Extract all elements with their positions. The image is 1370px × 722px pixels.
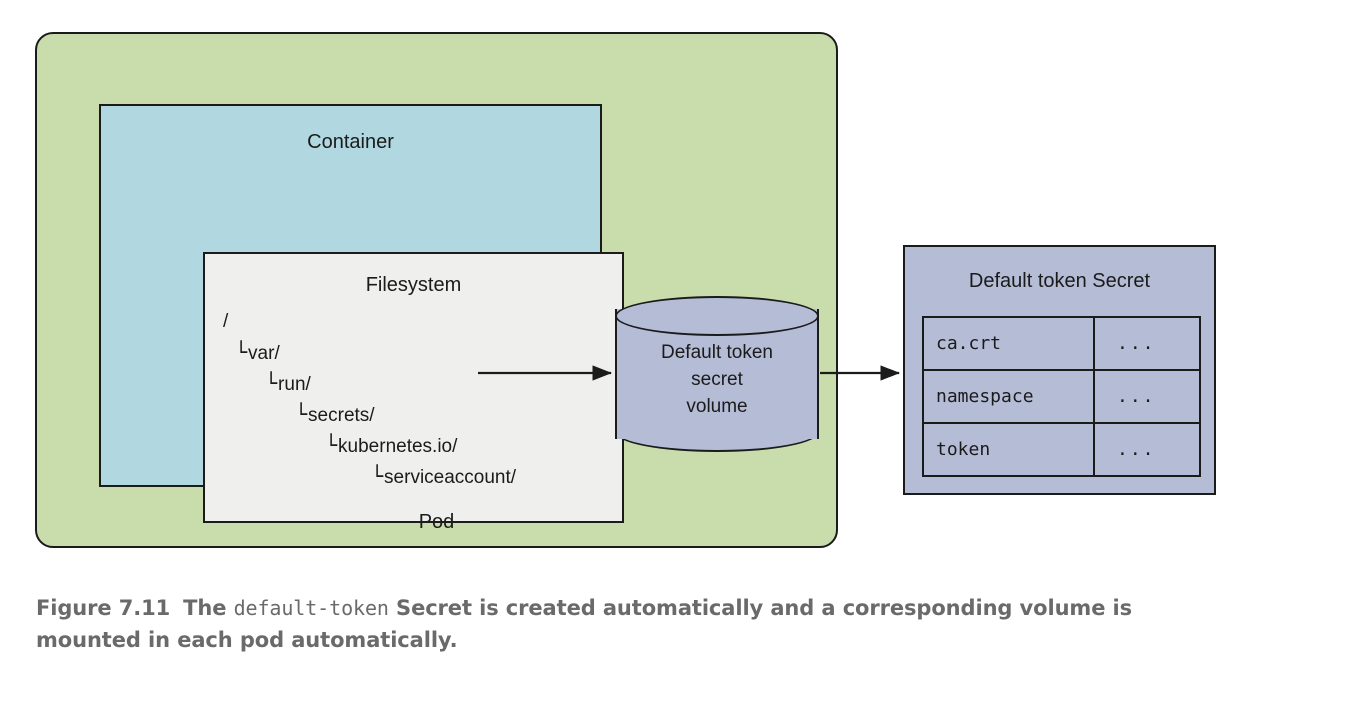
tree-row: └secrets/ — [223, 399, 516, 430]
cylinder-label-line2: secret — [691, 369, 743, 390]
secret-key-value-table: ca.crt ... namespace ... token ... — [922, 316, 1201, 477]
filesystem-box: Filesystem / └var/ └run/ └secrets/ └kube… — [203, 252, 624, 523]
table-row: token ... — [922, 422, 1201, 477]
tree-branch-icon: └ — [295, 402, 308, 426]
secret-key-cell: ca.crt — [922, 316, 1095, 371]
secret-value-cell: ... — [1093, 316, 1201, 371]
cylinder-label-line3: volume — [686, 396, 748, 417]
container-label: Container — [307, 131, 394, 153]
figure-caption: Figure 7.11 The default-token Secret is c… — [36, 592, 1236, 656]
caption-text-after: Secret is created automatically and a co… — [36, 596, 1133, 652]
cylinder-label-line1: Default token — [661, 342, 773, 363]
table-row: namespace ... — [922, 369, 1201, 424]
figure-number: Figure 7.11 — [36, 596, 171, 620]
default-token-secret-box: Default token Secret ca.crt ... namespac… — [903, 245, 1216, 495]
secret-key-cell: token — [922, 422, 1095, 477]
tree-node-label: var/ — [248, 343, 280, 364]
tree-node-label: secrets/ — [308, 405, 375, 426]
tree-row: └var/ — [223, 337, 516, 368]
secret-title: Default token Secret — [968, 270, 1151, 292]
tree-row: └serviceaccount/ — [223, 461, 516, 492]
caption-text-before: The — [183, 596, 234, 620]
cylinder-label: Default token secret volume — [615, 339, 819, 420]
filesystem-label: Filesystem — [365, 274, 462, 296]
tree-node-label: / — [223, 311, 229, 332]
caption-code: default-token — [233, 596, 389, 620]
tree-branch-icon: └ — [235, 340, 248, 364]
table-row: ca.crt ... — [922, 316, 1201, 371]
tree-node-label: run/ — [278, 374, 311, 395]
secret-value-cell: ... — [1093, 369, 1201, 424]
secret-value-cell: ... — [1093, 422, 1201, 477]
tree-branch-icon: └ — [325, 433, 338, 457]
container-box: Container Filesystem / └var/ └run/ └secr… — [99, 104, 624, 523]
directory-tree: / └var/ └run/ └secrets/ └kubernetes.io/ … — [223, 306, 516, 492]
tree-branch-icon: └ — [371, 464, 384, 488]
tree-node-label: serviceaccount/ — [384, 467, 517, 488]
tree-row: └kubernetes.io/ — [223, 430, 516, 461]
pod-box: Container Filesystem / └var/ └run/ └secr… — [35, 32, 838, 548]
default-token-secret-volume-cylinder: Default token secret volume — [615, 296, 819, 452]
tree-row: └run/ — [223, 368, 516, 399]
tree-node-label: kubernetes.io/ — [338, 436, 458, 457]
cylinder-top-ellipse — [615, 296, 819, 336]
tree-branch-icon: └ — [265, 371, 278, 395]
tree-row: / — [223, 306, 516, 337]
secret-key-cell: namespace — [922, 369, 1095, 424]
pod-label: Pod — [418, 511, 455, 533]
